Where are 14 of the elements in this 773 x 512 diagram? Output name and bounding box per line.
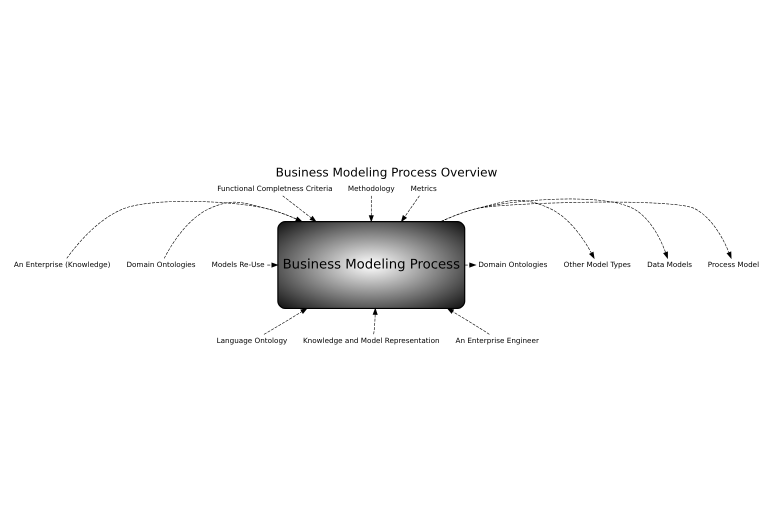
arrow <box>264 308 308 335</box>
arrow <box>446 308 490 335</box>
node-box: Business Modeling Process <box>277 221 466 310</box>
arrow <box>464 262 477 268</box>
arrow <box>66 201 303 259</box>
arrow <box>282 196 317 222</box>
arrow <box>400 196 420 222</box>
arrow <box>440 200 595 260</box>
arrow <box>266 262 279 268</box>
arrow <box>440 198 668 260</box>
arrow <box>368 196 374 223</box>
arrow <box>164 202 303 259</box>
diagram-title: Business Modeling Process Overview <box>276 165 498 180</box>
arrow <box>372 308 378 335</box>
